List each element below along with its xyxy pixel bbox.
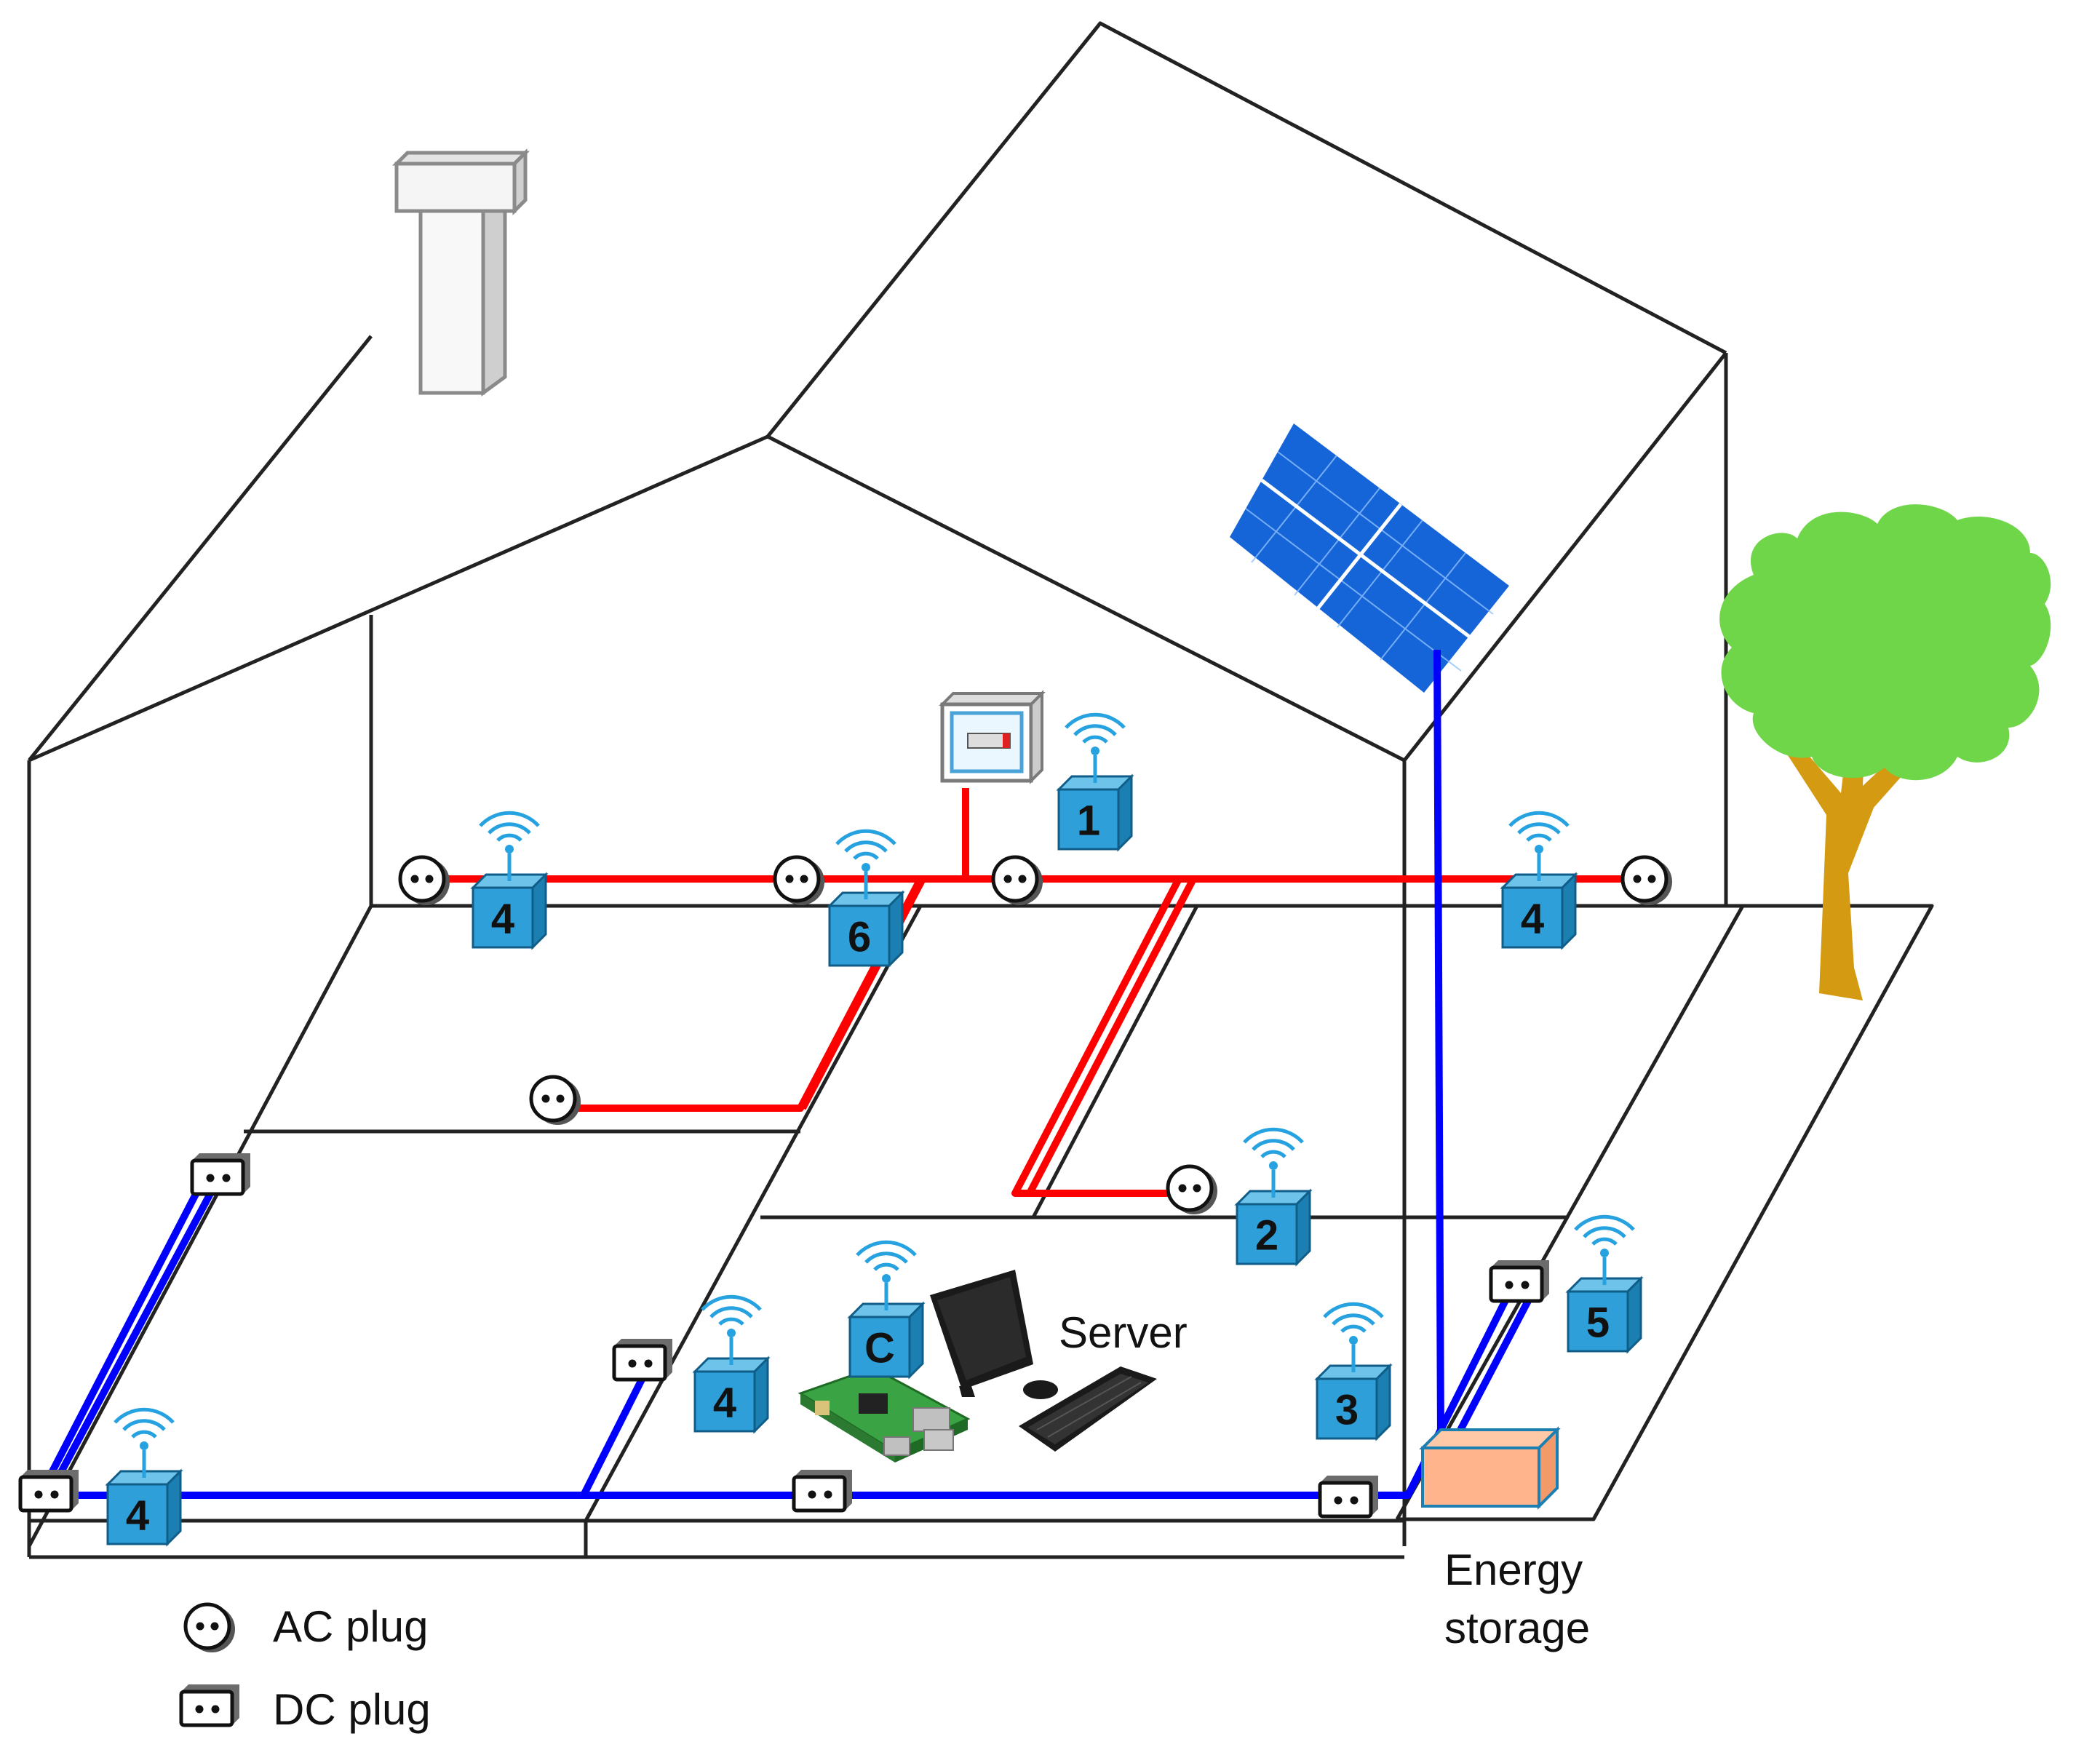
node-label: 1	[1077, 797, 1100, 845]
legend-ac-plug-label: AC plug	[273, 1602, 428, 1651]
mouse-icon	[1023, 1380, 1058, 1399]
node-box-side	[531, 872, 547, 950]
node-label: 4	[713, 1380, 736, 1427]
node-label: 5	[1586, 1300, 1610, 1347]
ac-plug	[531, 1077, 581, 1125]
node-box-side	[1561, 872, 1577, 950]
wifi-icon	[702, 1297, 760, 1365]
solar-panel	[1230, 423, 1509, 693]
sensor-nodes: 1 2 3 4 4 4 4 5 6C	[105, 715, 1644, 1547]
smart-meter	[939, 690, 1046, 784]
dc-plug	[794, 1470, 852, 1511]
node-label: C	[864, 1325, 895, 1372]
server-label: Server	[1059, 1308, 1188, 1357]
wifi-icon	[115, 1409, 173, 1478]
dc-plug	[614, 1339, 672, 1380]
energy-storage-label-line2: storage	[1444, 1604, 1590, 1652]
ac-plug	[1623, 857, 1672, 905]
dc-plugs	[20, 1153, 1549, 1516]
node-box-side	[888, 890, 904, 968]
legend: AC plug DC plug	[181, 1602, 431, 1734]
node-box-side	[166, 1468, 182, 1547]
wifi-icon	[837, 831, 895, 899]
dc-wiring	[36, 649, 1540, 1499]
dc-plug	[20, 1470, 79, 1511]
node-box-side	[1626, 1276, 1642, 1354]
dc-plug	[1491, 1260, 1549, 1301]
dc-plug	[1320, 1476, 1378, 1516]
node-5: 5	[1565, 1217, 1644, 1354]
chimney	[391, 148, 530, 397]
node-label: 6	[848, 914, 871, 961]
node-box-front	[848, 1316, 911, 1378]
node-6: 6	[827, 831, 905, 968]
node-4d: 4	[105, 1409, 183, 1547]
legend-dc-plug-label: DC plug	[273, 1685, 431, 1734]
node-label: 3	[1335, 1387, 1359, 1434]
ac-plugs	[400, 857, 1672, 1214]
raspberry-pi-board	[798, 1366, 971, 1463]
wifi-icon	[1066, 715, 1124, 783]
ac-plug	[993, 857, 1043, 905]
wifi-icon	[1244, 1129, 1302, 1198]
node-box-side	[908, 1301, 924, 1380]
dc-plug	[192, 1153, 250, 1194]
node-box-side	[1117, 773, 1133, 852]
node-label: 2	[1255, 1212, 1278, 1259]
ac-plug	[1168, 1166, 1217, 1214]
node-box-side	[1375, 1363, 1391, 1441]
node-label: 4	[1521, 896, 1544, 943]
keyboard-icon	[1019, 1366, 1157, 1452]
node-box-front	[1501, 886, 1564, 949]
ac-plug	[400, 857, 450, 905]
monitor-icon	[930, 1270, 1033, 1397]
node-box-side	[1295, 1188, 1311, 1267]
wifi-icon	[1324, 1304, 1383, 1372]
wifi-icon	[480, 813, 538, 881]
node-2: 2	[1234, 1129, 1313, 1267]
node-3: 3	[1314, 1304, 1393, 1441]
ac-plug	[775, 857, 824, 905]
wifi-icon	[857, 1242, 915, 1310]
energy-storage-label-line1: Energy	[1444, 1545, 1583, 1594]
node-box-front	[1567, 1290, 1629, 1353]
energy-storage-box	[1419, 1426, 1561, 1510]
node-label: 4	[126, 1492, 149, 1540]
node-box-front	[693, 1370, 756, 1433]
node-box-front	[106, 1483, 169, 1545]
node-c: C	[847, 1242, 926, 1380]
node-box-side	[753, 1356, 769, 1434]
node-4b: 4	[1500, 813, 1578, 950]
node-box-front	[1316, 1377, 1378, 1440]
wifi-icon	[1575, 1217, 1634, 1285]
wifi-icon	[1510, 813, 1568, 881]
tree	[1719, 504, 2051, 1000]
legend-dc-plug-icon	[181, 1684, 239, 1725]
legend-ac-plug-icon	[186, 1604, 235, 1652]
node-4a: 4	[470, 813, 549, 950]
node-label: 4	[491, 896, 514, 943]
node-1: 1	[1056, 715, 1134, 852]
node-box-front	[472, 886, 534, 949]
node-4c: 4	[692, 1297, 771, 1434]
